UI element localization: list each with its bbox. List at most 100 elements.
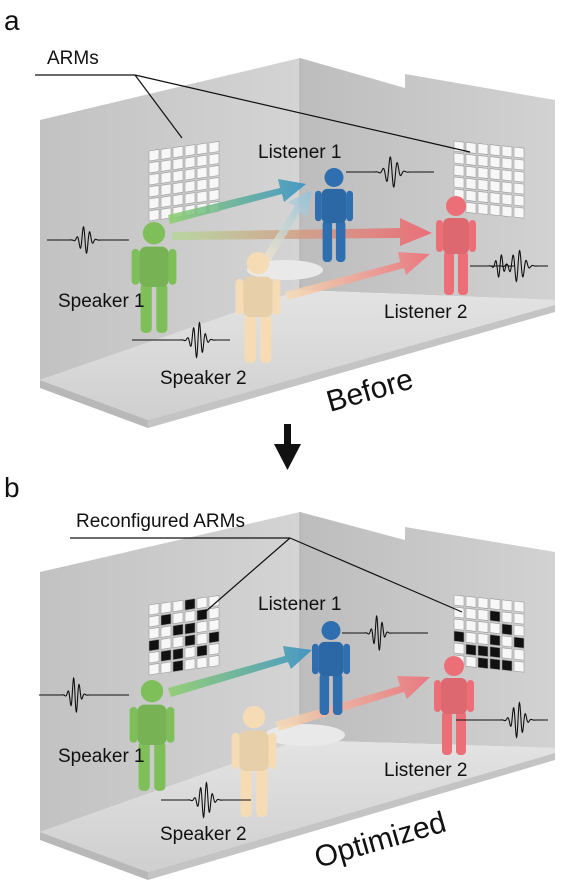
arm-cell <box>208 607 220 620</box>
waveform-icon <box>161 781 251 819</box>
reconfigured-arms-label: Reconfigured ARMs <box>76 511 245 532</box>
arm-cell <box>465 595 477 608</box>
arm-cell <box>196 608 208 621</box>
arm-cell <box>160 601 172 614</box>
arm-cell <box>196 190 208 203</box>
arm-cell <box>465 201 477 214</box>
arm-cell <box>489 622 501 635</box>
arm-cell <box>172 181 184 195</box>
arm-cell <box>513 158 525 171</box>
arm-cell <box>172 647 184 661</box>
arm-cell <box>477 657 489 669</box>
speaker-1-label: Speaker 1 <box>58 291 145 312</box>
sound-paths-a <box>168 179 432 300</box>
arm-cell <box>513 636 525 649</box>
speaker-1-figure <box>129 680 175 791</box>
arm-cell <box>465 607 477 620</box>
arm-cell <box>501 599 513 612</box>
arms-callout-label: ARMs <box>47 48 99 69</box>
arm-cell <box>453 152 465 165</box>
arm-cell <box>160 613 172 626</box>
arm-cell <box>208 153 220 166</box>
arm-cell <box>513 624 525 637</box>
arm-cell <box>196 620 208 633</box>
waveform-icon <box>47 225 129 255</box>
listener-1-label: Listener 1 <box>258 142 341 163</box>
arm-cell <box>477 143 489 155</box>
arm-cell <box>148 603 160 616</box>
arm-cell <box>160 649 172 662</box>
panel-a-letter: a <box>4 5 20 36</box>
arm-cell <box>184 144 196 157</box>
arrow-speaker2-listener2 <box>275 676 430 731</box>
arm-cell <box>501 635 513 648</box>
arm-cell <box>465 165 477 178</box>
room-a <box>40 58 555 428</box>
arm-cell <box>160 661 172 674</box>
arm-cell <box>196 178 208 191</box>
arm-cell <box>160 147 172 160</box>
arm-cell <box>489 192 501 205</box>
arm-cell <box>453 618 465 631</box>
arm-cell <box>148 149 160 162</box>
arm-cell <box>184 168 196 181</box>
arm-cell <box>453 164 465 177</box>
arm-cell <box>208 177 220 190</box>
waveform-icon <box>346 156 434 188</box>
arm-cell <box>477 633 489 645</box>
arm-cell <box>513 612 525 625</box>
arm-cell <box>465 643 477 656</box>
arm-cell <box>501 611 513 624</box>
arm-cell <box>513 170 525 183</box>
arm-cell <box>148 615 160 628</box>
arm-cell <box>489 144 501 157</box>
arm-cell <box>184 646 196 659</box>
arm-cell <box>489 598 501 611</box>
arm-cell <box>148 173 160 186</box>
arm-cell <box>148 651 160 664</box>
arm-cell <box>172 623 184 637</box>
arm-cell <box>148 639 160 652</box>
arm-cell <box>172 145 184 159</box>
arms-callout: ARMs <box>35 48 471 153</box>
arm-cell <box>513 194 525 207</box>
arm-cell <box>148 161 160 174</box>
arm-cell <box>196 166 208 179</box>
arm-cell <box>453 176 465 189</box>
arm-cell <box>172 193 184 207</box>
arm-cell <box>196 142 208 155</box>
arm-cell <box>489 168 501 181</box>
arm-cell <box>160 637 172 650</box>
waveform-icon <box>39 676 129 714</box>
reconfigured-arms-callout: Reconfigured ARMs <box>70 511 463 613</box>
arm-cell <box>208 165 220 178</box>
arrow-speaker1-listener1 <box>168 179 306 224</box>
arm-cell <box>148 185 160 198</box>
arm-cell <box>477 155 489 167</box>
arm-cell <box>513 648 525 661</box>
listener-2-label: Listener 2 <box>384 760 467 781</box>
arm-cell <box>501 181 513 194</box>
arm-cell <box>196 644 208 657</box>
listener-1-figure <box>312 621 350 716</box>
arm-panel-right <box>453 140 525 219</box>
arm-cell <box>465 141 477 154</box>
arm-cell <box>184 622 196 635</box>
arm-cell <box>208 189 220 202</box>
arm-cell <box>489 634 501 647</box>
arrow-speaker1-listener2 <box>172 218 432 246</box>
arm-cell <box>513 182 525 195</box>
arm-cell <box>184 156 196 169</box>
waveform-icon <box>342 614 428 652</box>
arm-cell <box>172 169 184 183</box>
arm-cell <box>501 157 513 170</box>
arm-cell <box>160 195 172 208</box>
arm-cell <box>465 177 477 190</box>
arm-cell <box>160 171 172 184</box>
arm-cell <box>501 205 513 218</box>
listener-1-figure <box>315 168 353 263</box>
arm-cell <box>477 609 489 621</box>
arm-cell <box>184 658 196 671</box>
arm-cell <box>477 597 489 609</box>
arrow-speaker1-listener1 <box>168 646 312 697</box>
